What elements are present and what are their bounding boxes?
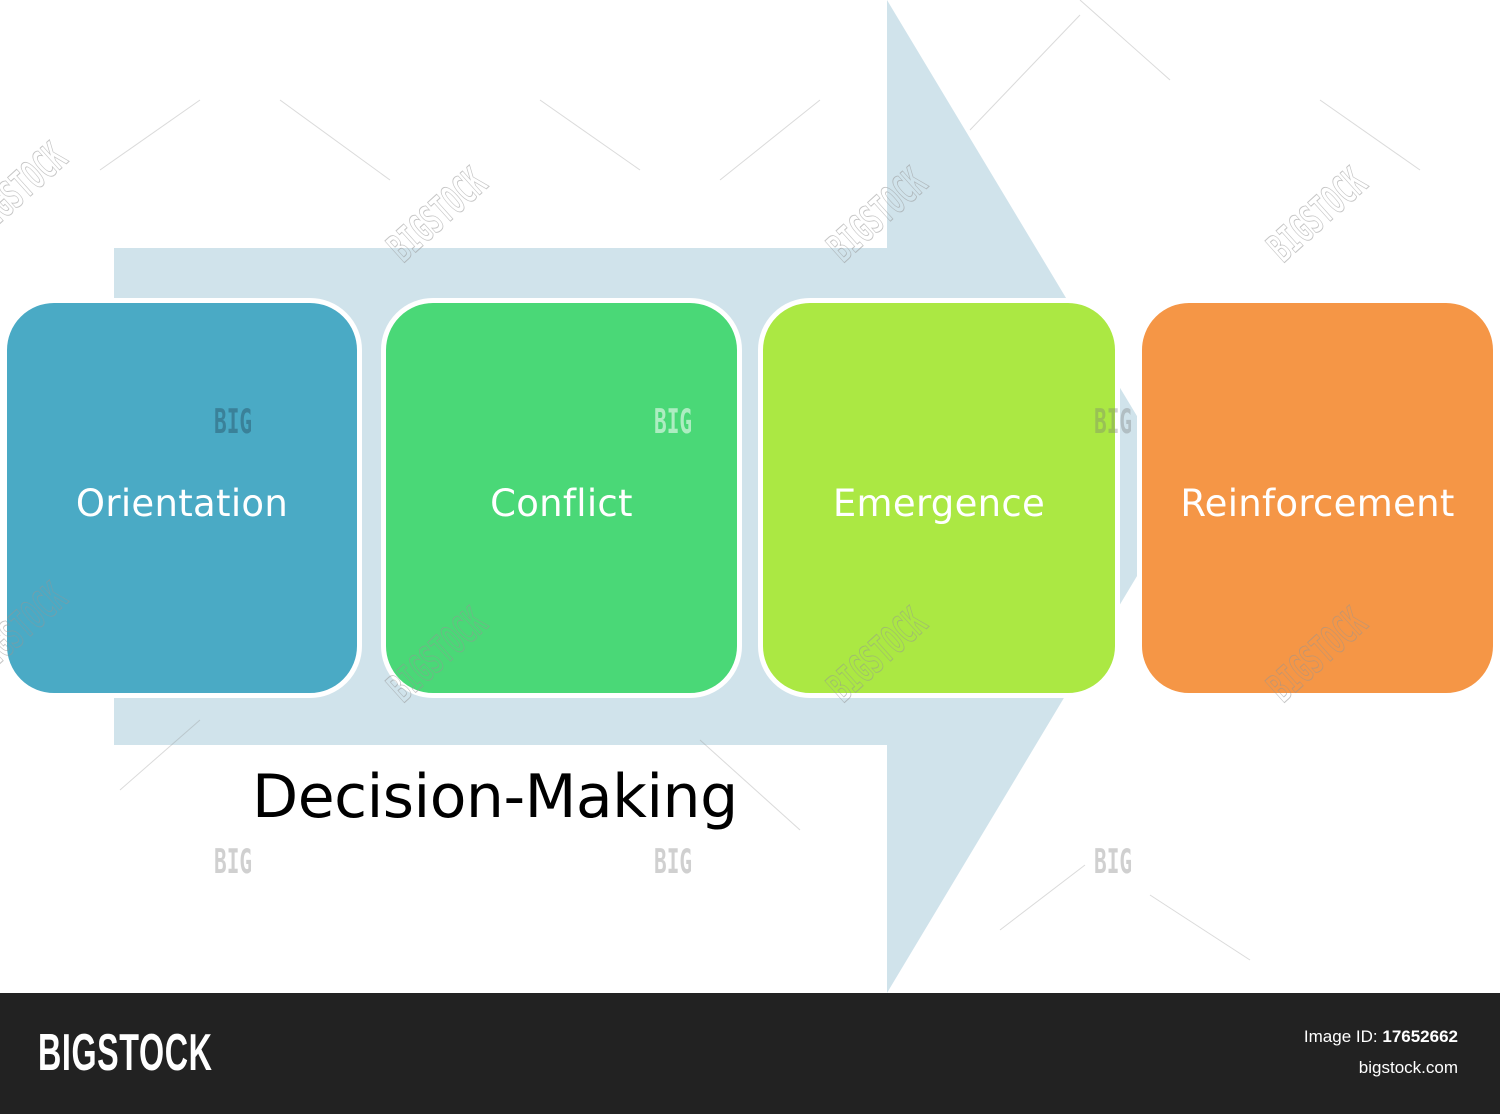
step-label: Orientation — [75, 481, 289, 525]
watermark-big: BIG — [214, 402, 253, 442]
step-reinforcement: Reinforcement — [1137, 298, 1498, 698]
diagram-canvas: Orientation Conflict Emergence Reinforce… — [0, 0, 1498, 993]
step-label: Emergence — [832, 481, 1046, 525]
image-id-label: Image ID: — [1303, 1027, 1378, 1046]
site-link[interactable]: bigstock.com — [1358, 1058, 1458, 1077]
image-id-value: 17652662 — [1382, 1027, 1458, 1046]
step-emergence: Emergence — [758, 298, 1120, 698]
watermark-big: BIG — [1094, 402, 1133, 442]
watermark-big: BIG — [654, 402, 693, 442]
watermark-big: BIG — [214, 842, 253, 882]
image-id: Image ID: 17652662 — [1304, 1027, 1458, 1047]
step-conflict: Conflict — [381, 298, 742, 698]
step-label: Conflict — [490, 481, 633, 525]
watermark-big: BIG — [654, 842, 693, 882]
step-label: Reinforcement — [1180, 481, 1455, 525]
bigstock-logo: BIGSTOCK — [38, 1024, 213, 1082]
footer-bar: BIGSTOCK Image ID: 17652662 bigstock.com — [0, 993, 1500, 1114]
watermark-big: BIG — [1094, 842, 1133, 882]
step-orientation: Orientation — [2, 298, 362, 698]
diagram-caption: Decision-Making — [252, 762, 738, 832]
